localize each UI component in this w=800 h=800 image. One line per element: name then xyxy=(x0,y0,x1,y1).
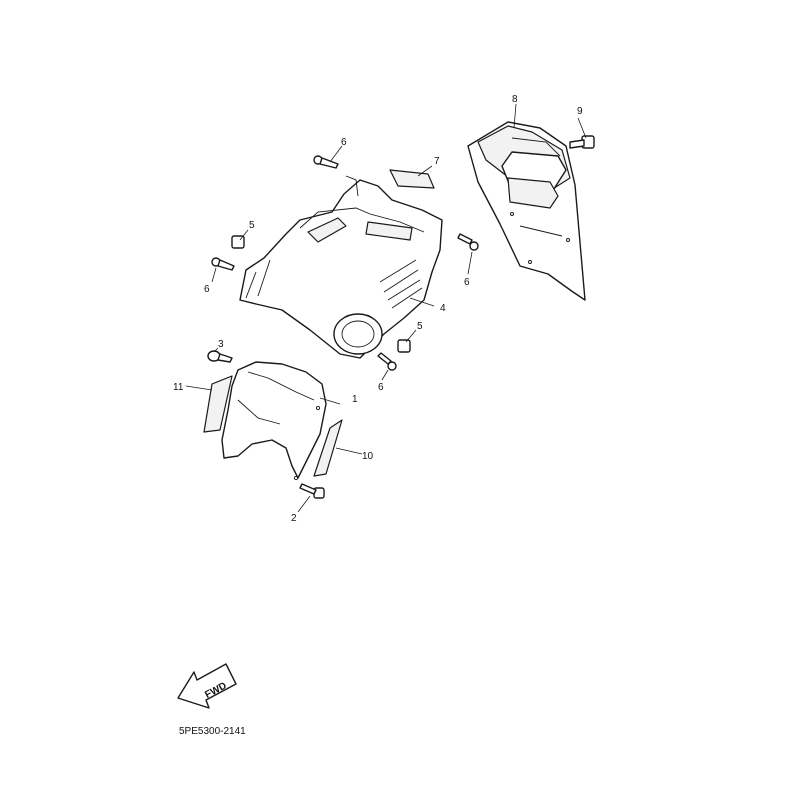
screw-3[interactable] xyxy=(207,350,233,363)
callout-1: 1 xyxy=(352,394,358,405)
callout-6-right: 6 xyxy=(464,277,470,288)
drawing-code: 5PE5300-2141 xyxy=(179,726,246,737)
callout-11: 11 xyxy=(173,382,184,393)
callouts: 1 2 3 4 5 5 6 6 6 6 7 8 9 10 11 xyxy=(173,94,583,524)
callout-3: 3 xyxy=(218,339,224,350)
screw-6-top[interactable] xyxy=(313,155,339,169)
screw-6-bottom[interactable] xyxy=(377,352,397,371)
callout-5-right: 5 xyxy=(417,321,423,332)
callout-6-top: 6 xyxy=(341,137,347,148)
screw-2[interactable] xyxy=(299,483,325,499)
callout-8: 8 xyxy=(512,94,518,105)
forward-direction-arrow: FWD xyxy=(177,663,237,709)
callout-6-left: 6 xyxy=(204,284,210,295)
decal-10[interactable] xyxy=(313,419,343,477)
bolt-9[interactable] xyxy=(569,135,595,149)
decal-7[interactable] xyxy=(389,169,435,189)
screw-6-right[interactable] xyxy=(457,233,479,251)
callout-9: 9 xyxy=(577,106,583,117)
callout-10: 10 xyxy=(362,451,374,462)
side-panel-part[interactable] xyxy=(467,121,586,301)
inner-cover-part[interactable] xyxy=(239,175,443,359)
windshield-part[interactable] xyxy=(221,361,327,481)
callout-2: 2 xyxy=(291,513,297,524)
callout-4: 4 xyxy=(440,303,446,314)
nut-5-right[interactable] xyxy=(397,339,411,353)
callout-6-bottom: 6 xyxy=(378,382,384,393)
leader-lines xyxy=(185,103,587,513)
screw-6-left[interactable] xyxy=(211,257,235,271)
callout-7: 7 xyxy=(434,156,440,167)
callout-5-left: 5 xyxy=(249,220,255,231)
